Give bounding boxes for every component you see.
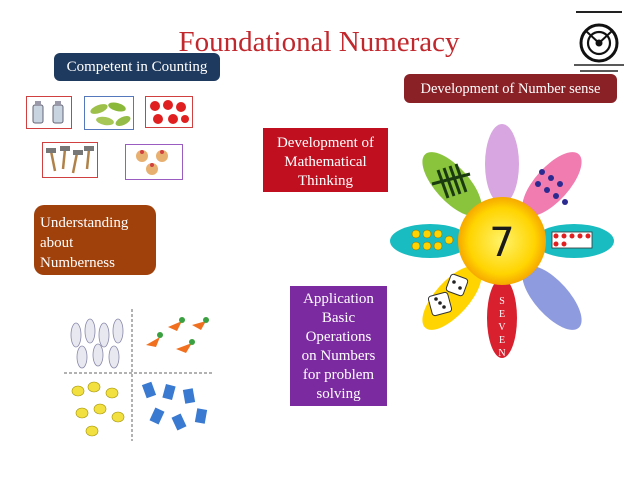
numberness-line: Understanding bbox=[40, 215, 129, 231]
application-line: solving bbox=[316, 386, 361, 402]
page-title: Foundational Numeracy bbox=[178, 26, 460, 58]
strawberries-image bbox=[145, 96, 193, 128]
number-sense-tag: Development of Number sense bbox=[404, 74, 617, 103]
number-seven-flower: 7 S E V E N bbox=[390, 124, 614, 359]
math-thinking-line: Thinking bbox=[298, 173, 353, 189]
dots-icon bbox=[411, 229, 454, 251]
petal-dots bbox=[390, 224, 470, 258]
ten-frame-icon bbox=[551, 231, 593, 249]
application-line: for problem bbox=[302, 367, 375, 383]
tally-marks-icon bbox=[431, 163, 471, 199]
application-line: Operations bbox=[305, 329, 372, 345]
ncert-logo-icon bbox=[574, 11, 624, 72]
numberness-line: about bbox=[40, 235, 74, 251]
hammers-image bbox=[42, 142, 98, 178]
application-line: on Numbers bbox=[301, 348, 376, 364]
center-sun bbox=[458, 197, 546, 285]
pods-icon bbox=[90, 102, 131, 126]
rabbits-icon bbox=[70, 318, 124, 369]
seven-letter: N bbox=[498, 348, 505, 359]
carrots-icon bbox=[146, 317, 209, 353]
petal-top bbox=[485, 124, 519, 204]
stars-icon bbox=[535, 169, 568, 205]
understanding-numberness-tag: Understanding about Numberness bbox=[34, 205, 156, 275]
strawberries-icon bbox=[150, 100, 189, 124]
pods-image bbox=[84, 96, 134, 130]
bottles-image bbox=[26, 96, 72, 129]
hammers-icon bbox=[46, 146, 94, 174]
seven-letter: E bbox=[499, 335, 505, 346]
petal-bottom-right bbox=[522, 266, 582, 330]
center-number: 7 bbox=[489, 220, 514, 266]
competent-in-counting-tag: Competent in Counting bbox=[54, 53, 220, 81]
petal-tally bbox=[422, 152, 482, 216]
mathematical-thinking-tag: Development of Mathematical Thinking bbox=[263, 128, 388, 192]
seven-letter: E bbox=[499, 309, 505, 320]
seven-letter: V bbox=[498, 322, 506, 333]
dice-icon bbox=[427, 273, 469, 317]
math-thinking-line: Development of bbox=[276, 135, 375, 151]
bottles-icon bbox=[32, 101, 64, 124]
application-operations-tag: Application Basic Operations on Numbers … bbox=[290, 286, 387, 406]
counting-quadrants-image bbox=[64, 309, 214, 441]
seven-letter: S bbox=[499, 296, 505, 307]
cupcakes-icon bbox=[136, 150, 168, 175]
application-line: Application bbox=[303, 291, 374, 307]
shirts-icon bbox=[141, 381, 208, 431]
numberness-line: Numberness bbox=[40, 255, 115, 271]
petal-seven-word bbox=[487, 278, 517, 358]
math-thinking-line: Mathematical bbox=[284, 154, 367, 170]
ducks-icon bbox=[71, 381, 125, 437]
cupcakes-image bbox=[125, 144, 183, 180]
application-line: Basic bbox=[321, 310, 356, 326]
petal-stars bbox=[522, 152, 582, 216]
